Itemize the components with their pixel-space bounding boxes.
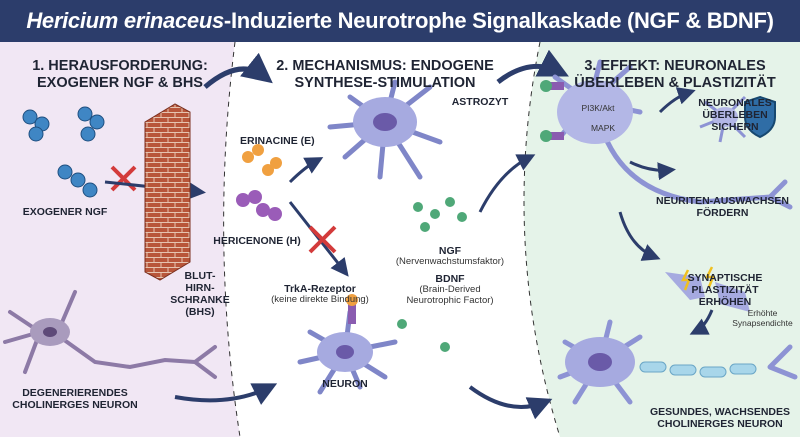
label-trka: TrkA-Rezeptor(keine direkte Bindung) [260, 283, 380, 306]
plasticity-line1: SYNAPTISCHE [687, 272, 763, 284]
neurite-line2: FÖRDERN [696, 207, 749, 220]
title-rest: -Induzierte Neurotrophe Signalkaskade (N… [223, 8, 774, 33]
survival-line1: NEURONALES [698, 97, 772, 109]
label-ngf: NGF(Nervenwachstumsfaktor) [385, 245, 515, 268]
label-astrocyte: ASTROZYT [451, 96, 509, 108]
erinacine-molecules-icon [242, 144, 282, 176]
label-hericenone: HERICENONE (H) [213, 235, 301, 247]
panel-1-bg [0, 42, 240, 437]
divider-1 [223, 42, 241, 437]
ngf-molecules-icon [22, 106, 105, 198]
trka-cross-icon [308, 225, 337, 254]
density-line2: Synapsendichte [732, 317, 793, 328]
panel-2-title-line2: SYNTHESE-STIMULATION [294, 74, 476, 91]
label-exogenous-ngf: EXOGENER NGF [22, 206, 108, 218]
arrow-to-healthy [468, 385, 553, 420]
label-mapk: MAPK [590, 123, 616, 133]
ngf-subtitle: (Nervenwachstumsfaktor) [395, 256, 505, 268]
label-pi3k: PI3K/Akt [581, 103, 615, 113]
ngf-protein-icons [397, 197, 467, 352]
bbb-wall-icon [144, 103, 191, 281]
panel-3-title-line2: ÜBERLEBEN & PLASTIZITÄT [574, 74, 776, 91]
bdnf-title: BDNF [435, 273, 465, 285]
diagram-canvas [0, 42, 800, 437]
arrow-to-neuron [174, 383, 278, 405]
degenerating-line2: CHOLINERGES NEURON [12, 399, 138, 412]
synapse-icon [665, 266, 750, 312]
arrow-to-healthy-2 [689, 309, 714, 335]
hericenone-molecules-icon [236, 190, 282, 221]
myelin-sheath-icon [639, 361, 757, 378]
bdnf-subtitle-1: (Brain-Derived [419, 284, 481, 296]
arrow-to-effect [478, 154, 536, 213]
arrow-to-plasticity [618, 211, 661, 261]
healthy-line2: CHOLINERGES NEURON [657, 418, 783, 431]
divider-2 [523, 42, 561, 437]
label-neuron: NEURON [322, 378, 368, 390]
label-erinacine: ERINACINE (E) [240, 135, 315, 147]
title-species: Hericium erinaceus [26, 8, 224, 33]
survival-line2: ÜBERLEBEN SICHERN [702, 109, 768, 134]
density-line1: Erhöhte [747, 308, 778, 318]
trka-subtitle: (keine direkte Bindung) [271, 294, 369, 306]
degenerating-line1: DEGENERIERENDES [22, 387, 128, 399]
trka-title: TrkA-Rezeptor [284, 283, 356, 295]
arrow-2-to-3 [496, 49, 569, 84]
panel-1-title-line1: 1. HERAUSFORDERUNG: [32, 58, 208, 74]
ngf-title: NGF [438, 245, 462, 257]
arrow-1-to-2 [203, 52, 273, 89]
neurite-line1: NEURITEN-AUSWACHSEN [655, 195, 789, 207]
shield-icon [744, 95, 776, 139]
arrow-to-astrocyte [288, 157, 324, 184]
panel-1-title: 1. HERAUSFORDERUNG:EXOGENER NGF & BHS [20, 58, 220, 91]
trka-receptor-icon [348, 304, 356, 324]
page-title: Hericium erinaceus-Induzierte Neurotroph… [0, 0, 800, 42]
panel-2-title-line1: 2. MECHANISMUS: ENDOGENE [276, 58, 494, 74]
healthy-line1: GESUNDES, WACHSENDES [649, 406, 791, 418]
arrow-to-neurite [629, 160, 676, 181]
plasticity-line2: PLASTIZITÄT ERHÖHEN [691, 284, 759, 309]
arrow-to-survival [658, 87, 696, 114]
panel-1-title-line2: EXOGENER NGF & BHS [37, 74, 203, 91]
label-bbb: BLUT-HIRN-SCHRANKE (BHS) [170, 270, 230, 319]
panel-3-title-line1: 3. EFFEKT: NEURONALES [584, 58, 766, 74]
degenerating-neuron-icon [3, 290, 217, 379]
small-neuron-icon [699, 95, 747, 143]
bdnf-subtitle-2: Neurotrophic Factor) [406, 294, 494, 306]
